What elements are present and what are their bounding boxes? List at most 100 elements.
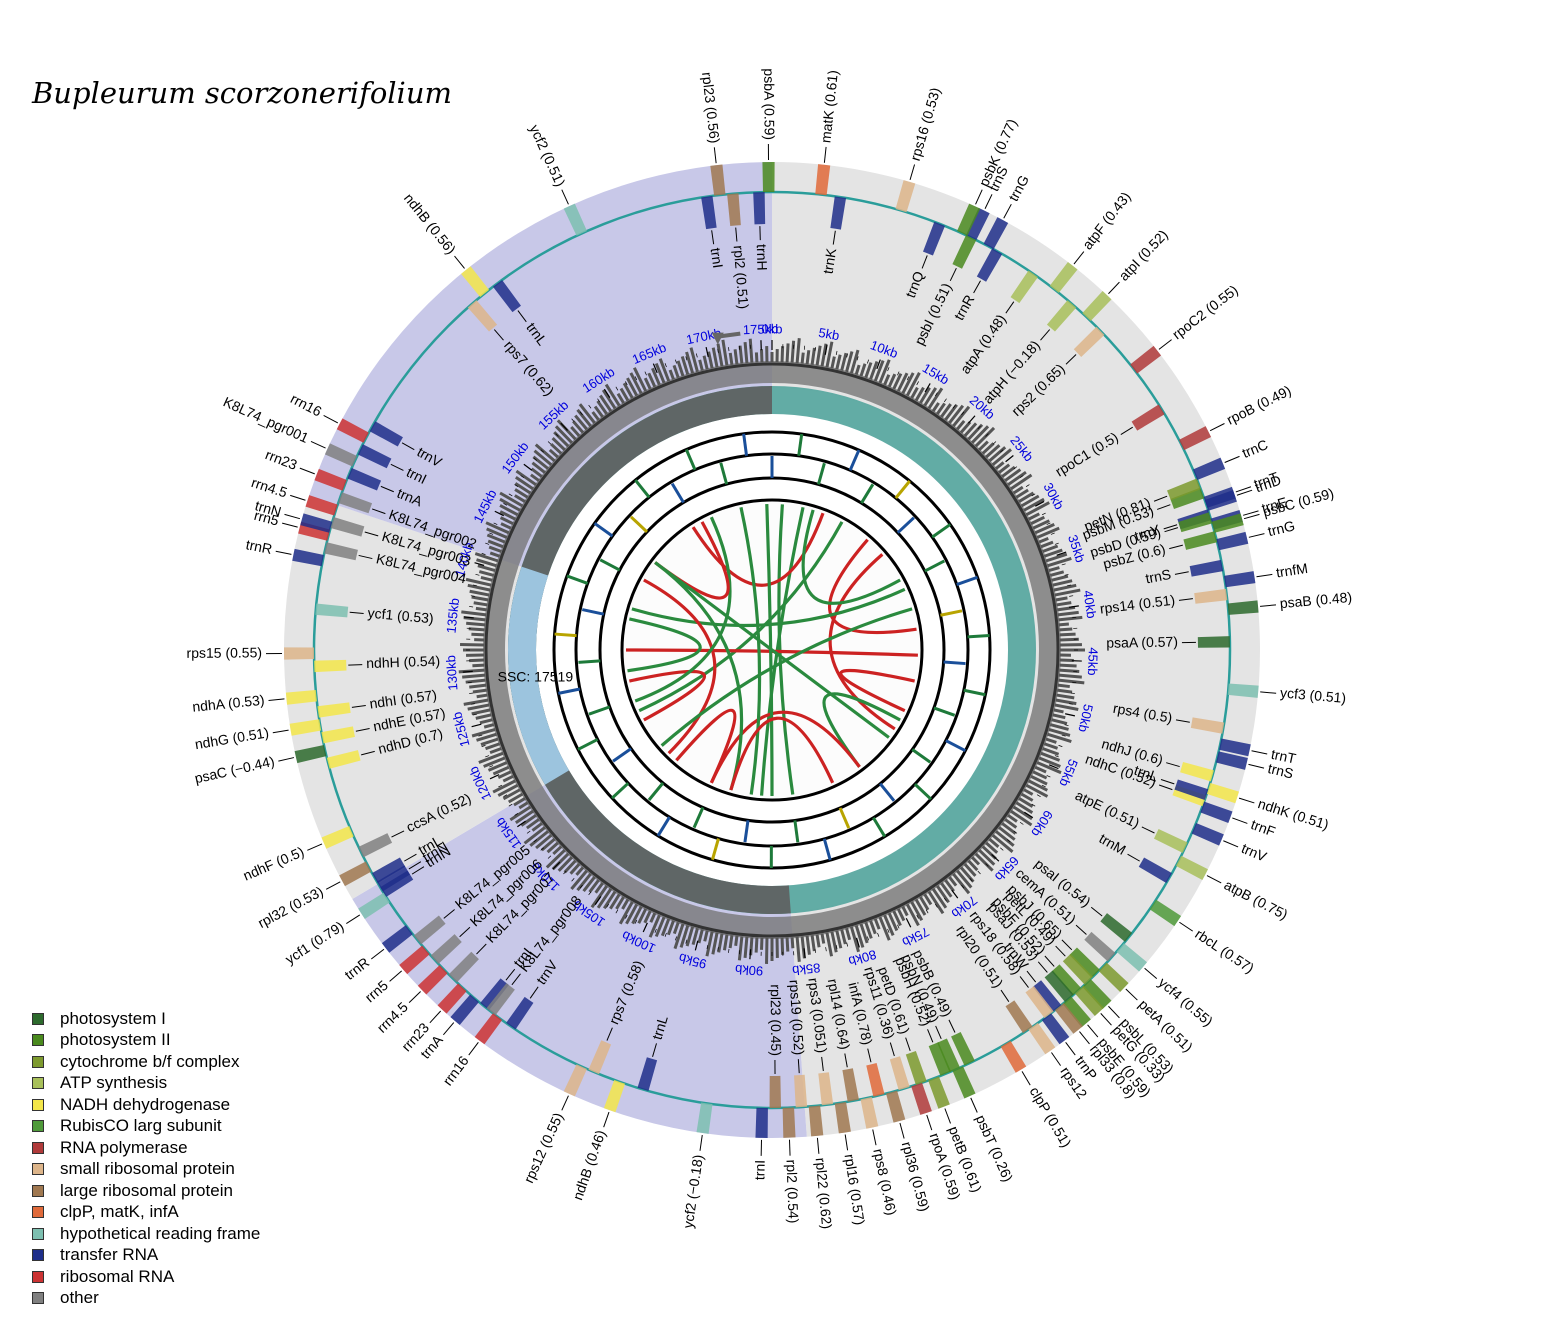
- gene-block: [381, 925, 413, 953]
- legend-swatch: [32, 1184, 44, 1197]
- gene-leader-line: [493, 329, 504, 341]
- gene-label: trnI: [751, 1160, 767, 1181]
- gc-bar: [514, 494, 526, 503]
- gc-bar: [1051, 718, 1068, 725]
- gene-leader-line: [1125, 988, 1138, 1001]
- gene-leader-line: [1005, 301, 1015, 314]
- minor-tick: [520, 821, 525, 825]
- gene-leader-line: [1178, 598, 1193, 601]
- gc-bar: [523, 826, 546, 845]
- gene-leader-line: [1019, 976, 1029, 988]
- gc-bar: [569, 863, 581, 875]
- gc-bar: [480, 737, 499, 746]
- gene-leader-line: [1026, 970, 1037, 983]
- gene-label: trnL: [1132, 762, 1160, 785]
- gene-block: [755, 1107, 768, 1138]
- gc-bar: [604, 383, 621, 407]
- gc-bar: [1004, 468, 1022, 482]
- gc-bar: [830, 356, 836, 369]
- gene-leader-line: [606, 1027, 613, 1041]
- gc-bar: [697, 929, 704, 944]
- minor-tick: [597, 897, 601, 902]
- repeat-tick: [848, 449, 861, 471]
- minor-tick: [503, 503, 508, 506]
- minor-tick: [478, 563, 483, 566]
- gc-bar: [1034, 522, 1055, 535]
- repeat-tick: [945, 739, 967, 753]
- gene-block: [1215, 751, 1248, 770]
- minor-tick: [856, 356, 859, 361]
- minor-tick: [579, 411, 583, 416]
- gc-bar: [707, 351, 714, 369]
- gc-bar: [1038, 756, 1061, 768]
- gene-block: [1100, 913, 1133, 942]
- gene-label: atpI (0.52): [1115, 226, 1170, 283]
- gc-bar: [869, 920, 877, 935]
- gc-bar: [563, 859, 577, 874]
- minor-tick: [563, 870, 567, 875]
- gc-bar: [529, 830, 550, 847]
- gc-bar: [679, 924, 690, 948]
- gene-leader-line: [1037, 961, 1048, 973]
- gc-bar: [702, 355, 709, 370]
- gene-block: [563, 203, 587, 236]
- minor-tick: [493, 775, 498, 778]
- minor-tick: [481, 553, 486, 555]
- gene-label: rpl23 (0.45): [768, 984, 785, 1056]
- gene-block: [830, 196, 847, 230]
- gc-bar: [621, 898, 630, 910]
- gc-bar: [1052, 579, 1073, 587]
- gene-leader-line: [1075, 924, 1087, 935]
- gc-bar: [883, 374, 891, 386]
- gene-leader-line: [1251, 750, 1268, 755]
- minor-tick: [533, 839, 538, 843]
- gc-bar: [514, 488, 529, 499]
- gc-bar: [927, 387, 944, 410]
- minor-tick: [469, 606, 474, 608]
- minor-tick: [814, 948, 816, 953]
- minor-tick: [695, 353, 698, 358]
- gc-bar: [974, 852, 994, 872]
- gc-bar: [525, 818, 540, 830]
- repeat-tick: [578, 659, 601, 664]
- tick-label: 0kb: [762, 321, 783, 336]
- gc-bar: [480, 575, 493, 582]
- gc-bar: [497, 770, 512, 779]
- legend-item: photosystem I: [32, 1008, 260, 1030]
- gene-block: [314, 468, 347, 491]
- repeat-tick: [629, 515, 648, 533]
- gc-bar: [1056, 688, 1073, 694]
- gc-bar: [955, 869, 973, 889]
- gc-bar: [878, 916, 891, 941]
- minor-tick: [728, 948, 730, 953]
- gene-block: [1227, 600, 1259, 615]
- gene-block: [701, 195, 717, 230]
- gene-leader-line: [1260, 604, 1277, 607]
- gene-label: rps8 (0.46): [870, 1147, 900, 1217]
- gene-leader-line: [370, 948, 385, 960]
- gene-leader-line: [788, 1139, 791, 1156]
- gc-bar: [905, 372, 921, 397]
- gene-label: psaC (−0.44): [193, 753, 276, 786]
- gene-label: ycf3 (0.51): [1280, 684, 1347, 706]
- gc-bar: [974, 426, 996, 448]
- minor-tick: [489, 765, 494, 768]
- gc-bar: [1058, 615, 1083, 622]
- gc-bar: [810, 934, 816, 952]
- gene-block: [314, 659, 347, 673]
- repeat-tick: [963, 688, 986, 697]
- tick-label: 135kb: [443, 597, 462, 634]
- repeat-link: [709, 710, 861, 784]
- gc-bar: [887, 373, 897, 388]
- minor-tick: [897, 924, 900, 929]
- gc-bar: [1057, 683, 1070, 689]
- gene-block: [911, 1082, 932, 1115]
- gene-leader-line: [1248, 533, 1265, 538]
- gene-block: [347, 467, 382, 491]
- minor-tick: [514, 484, 519, 488]
- legend-label: RubisCO larg subunit: [60, 1116, 222, 1136]
- gene-leader-line: [797, 1059, 800, 1074]
- minor-tick: [1058, 553, 1063, 555]
- gc-bar: [967, 859, 979, 872]
